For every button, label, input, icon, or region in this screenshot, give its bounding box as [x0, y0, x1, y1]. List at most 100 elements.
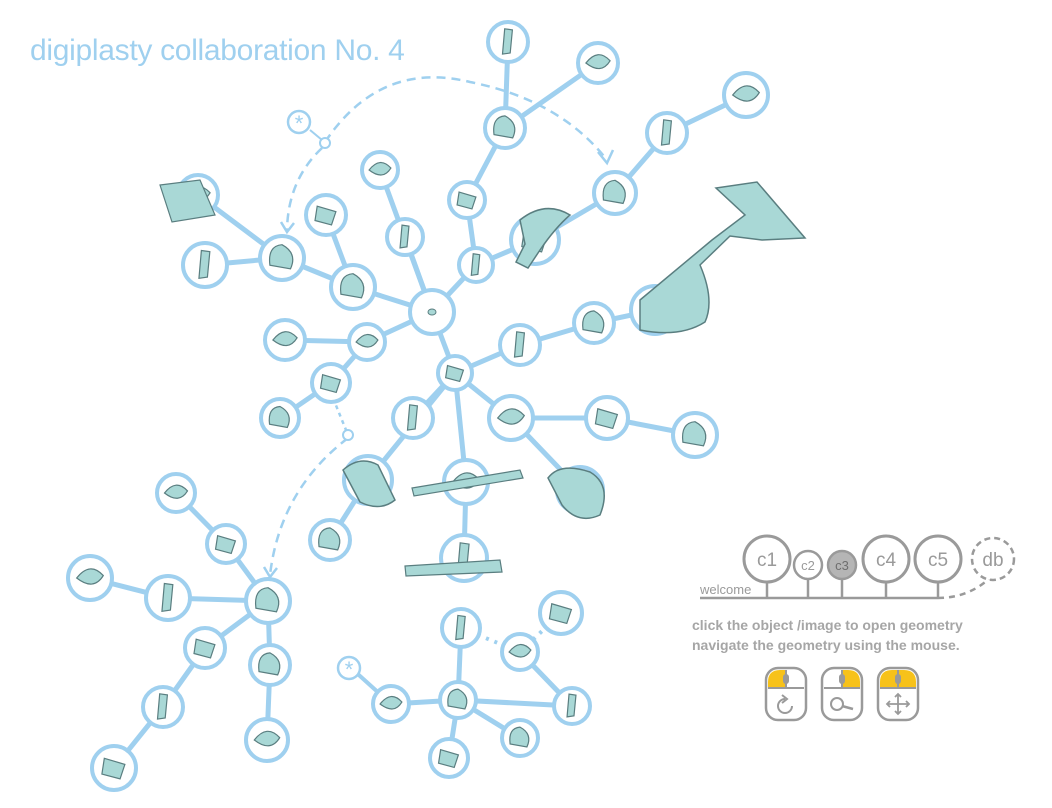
geometry-node[interactable]: [391, 396, 435, 440]
legend-c4-button[interactable]: c4: [861, 534, 911, 584]
object-shape: [254, 587, 280, 613]
large-object-shape[interactable]: [639, 181, 807, 334]
legend-c2-button[interactable]: c2: [792, 549, 824, 581]
geometry-node[interactable]: [244, 577, 292, 625]
geometry-node[interactable]: [500, 718, 540, 758]
dotted-connector: [331, 397, 348, 431]
instruction-line-1: click the object /image to open geometry: [692, 617, 963, 633]
geometry-node[interactable]: [438, 680, 478, 720]
large-object-shape[interactable]: [159, 179, 216, 223]
object-shape: [548, 602, 573, 625]
object-shape: [318, 527, 341, 551]
geometry-node[interactable]: [385, 217, 425, 257]
geometry-node[interactable]: [722, 71, 770, 119]
object-shape: [444, 364, 465, 383]
legend-bus-dashed: [937, 577, 991, 600]
geometry-node[interactable]: [428, 737, 470, 779]
geometry-node[interactable]: [538, 590, 584, 636]
legend-c1-label: c1: [757, 550, 777, 571]
geometry-node[interactable]: [258, 234, 306, 282]
welcome-link[interactable]: welcome: [699, 582, 751, 597]
object-shape: [198, 249, 211, 280]
object-shape: [272, 331, 298, 347]
dashed-link-left: [285, 147, 323, 231]
object-shape: [156, 693, 169, 720]
geometry-node[interactable]: [592, 170, 638, 216]
geometry-node[interactable]: [440, 607, 482, 649]
geometry-node[interactable]: [259, 397, 301, 439]
object-shape: [731, 85, 761, 102]
object-shape: [253, 730, 281, 747]
geometry-node[interactable]: [447, 180, 487, 220]
geometry-node[interactable]: [371, 684, 411, 724]
star-connector: [309, 129, 323, 141]
legend-c4-label: c4: [876, 550, 897, 571]
legend-db-button[interactable]: db: [970, 536, 1016, 582]
object-shape: [406, 404, 419, 431]
geometry-node[interactable]: [552, 686, 592, 726]
object-shape: [319, 373, 342, 394]
geometry-node[interactable]: [304, 193, 348, 237]
object-shape: [681, 421, 707, 447]
object-shape: [455, 614, 466, 641]
object-shape: [493, 115, 516, 139]
geometry-node[interactable]: [572, 301, 616, 345]
object-shape: [163, 484, 189, 499]
large-object-shape[interactable]: [411, 469, 524, 497]
geometry-node[interactable]: [310, 362, 352, 404]
graph-nodes: [66, 20, 770, 792]
geometry-node[interactable]: [141, 685, 185, 729]
geometry-node[interactable]: [183, 626, 227, 670]
pan-icon: [885, 692, 911, 716]
geometry-node[interactable]: [576, 41, 620, 85]
geometry-node[interactable]: [487, 394, 535, 442]
legend-c5-label: c5: [928, 550, 948, 571]
geometry-node[interactable]: [347, 322, 387, 362]
dashed-link-top: [323, 76, 608, 161]
geometry-node[interactable]: [263, 318, 307, 362]
geometry-node[interactable]: [90, 744, 138, 792]
geometry-node[interactable]: [486, 20, 530, 64]
object-shape: [379, 695, 403, 710]
large-object-shape[interactable]: [404, 559, 503, 577]
geometry-node[interactable]: [66, 554, 114, 602]
legend-c3-button[interactable]: c3: [826, 549, 858, 581]
geometry-node[interactable]: [436, 354, 474, 392]
object-shape: [437, 748, 460, 769]
geometry-node[interactable]: [360, 150, 400, 190]
object-shape: [508, 643, 532, 658]
legend-c1-button[interactable]: c1: [742, 534, 792, 584]
large-object-shape[interactable]: [342, 460, 396, 508]
geometry-node[interactable]: [584, 395, 630, 441]
star-marker[interactable]: *: [286, 109, 312, 136]
object-shape: [513, 331, 526, 358]
star-marker[interactable]: *: [336, 655, 362, 682]
dashed-link-bottom: [268, 437, 349, 576]
large-object-shape[interactable]: [514, 207, 572, 269]
geometry-node[interactable]: [155, 472, 197, 514]
object-shape: [193, 638, 216, 659]
geometry-node[interactable]: [645, 111, 689, 155]
instruction-line-2: navigate the geometry using the mouse.: [692, 637, 960, 653]
geometry-node[interactable]: [205, 523, 247, 565]
geometry-node[interactable]: [329, 263, 377, 311]
geometry-node[interactable]: [671, 411, 719, 459]
geometry-node[interactable]: [500, 632, 540, 672]
mouse-zoom-icon: [820, 666, 864, 722]
object-shape: [214, 534, 237, 555]
legend-c5-button[interactable]: c5: [913, 534, 963, 584]
geometry-node[interactable]: [457, 246, 495, 284]
geometry-node[interactable]: [408, 288, 456, 336]
arrow-head-icon: [597, 149, 615, 166]
object-shape: [314, 205, 337, 226]
large-object-shape[interactable]: [547, 467, 605, 520]
geometry-node[interactable]: [483, 106, 527, 150]
geometry-node[interactable]: [248, 643, 292, 687]
geometry-node[interactable]: [308, 518, 352, 562]
geometry-node[interactable]: [244, 717, 290, 763]
geometry-node[interactable]: [144, 574, 192, 622]
geometry-node[interactable]: [498, 323, 542, 367]
geometry-node[interactable]: [181, 241, 229, 289]
object-shape: [585, 54, 611, 70]
object-shape: [399, 224, 410, 249]
